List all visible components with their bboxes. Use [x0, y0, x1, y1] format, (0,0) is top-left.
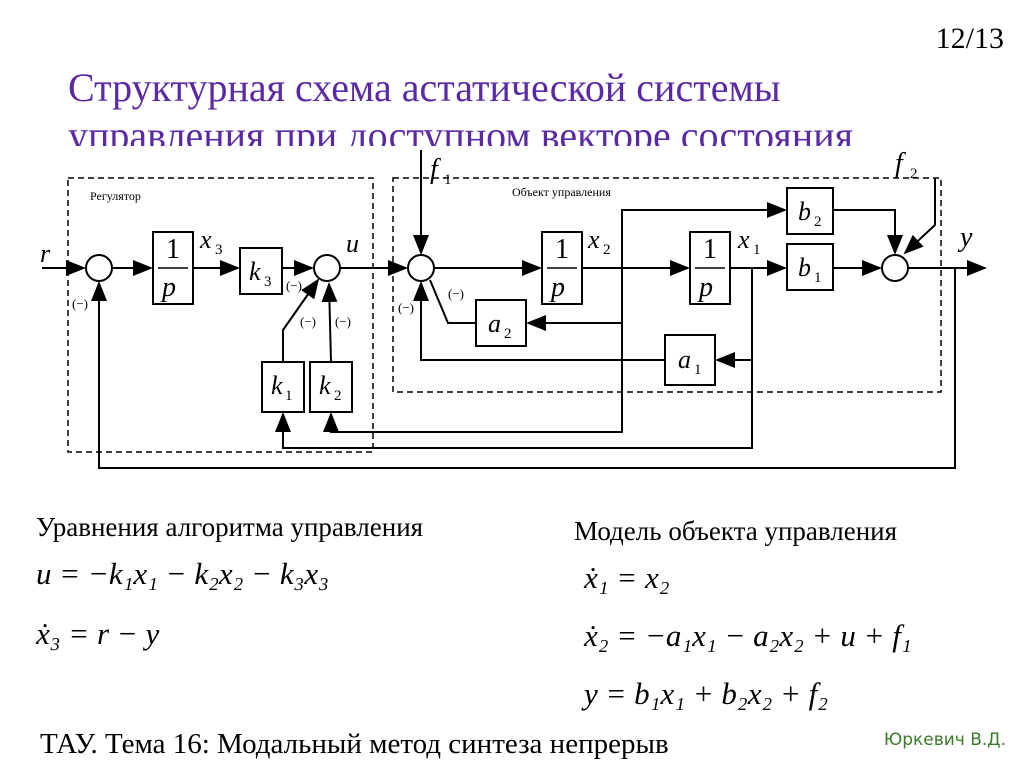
integrator-3-den: p	[697, 272, 713, 303]
regulator-region	[67, 177, 374, 453]
control-law-eq-1: u = −k₁x₁ − k₂x₂ − k₃x₃	[36, 556, 329, 591]
plant-model-eq-3: y = b₁x₁ + b₂x₂ + f₂	[584, 676, 829, 711]
slide-title: Структурная схема астатической системы у…	[68, 64, 968, 146]
minus-sign-error: (−)	[72, 296, 88, 311]
integrator-1-num: 1	[166, 234, 180, 265]
signal-r: r	[40, 239, 51, 268]
plant-model-eq-2: ẋ₂ = −a₁x₁ − a₂x₂ + u + f₁	[584, 618, 912, 653]
b2-label: b	[798, 197, 811, 226]
b1-label: b	[798, 253, 811, 282]
sum-junction-input	[407, 254, 435, 282]
a1-label: a	[678, 345, 691, 374]
minus-sign-k2: (−)	[335, 314, 351, 329]
a2-label: a	[488, 309, 501, 338]
regulator-label: Регулятор	[90, 189, 141, 203]
integrator-3-num: 1	[703, 234, 717, 265]
control-law-eq-2: ẋ₃ = r − y	[36, 616, 160, 651]
integrator-1-den: p	[160, 272, 176, 303]
signal-x1: x	[737, 225, 750, 254]
svg-text:2: 2	[334, 388, 342, 404]
svg-text:2: 2	[814, 214, 822, 230]
k2-label: k	[319, 371, 331, 400]
svg-text:2: 2	[504, 326, 512, 342]
svg-text:2: 2	[910, 166, 918, 182]
k3-block	[239, 247, 283, 295]
control-law-heading: Уравнения алгоритма управления	[36, 512, 424, 542]
k2-block	[309, 361, 353, 413]
integrator-2-den: p	[549, 272, 565, 303]
k1-label: k	[271, 371, 283, 400]
object-label: Объект управления	[512, 185, 611, 199]
page-number: 12/13	[935, 22, 1004, 55]
slide-title-line-1: Структурная схема астатической системы	[68, 65, 781, 110]
minus-sign-k1: (−)	[300, 314, 316, 329]
signal-x2: x	[587, 225, 600, 254]
sum-junction-control	[313, 254, 341, 282]
signal-y: y	[957, 222, 973, 253]
signal-f2: f	[895, 148, 906, 179]
minus-sign-a1: (−)	[398, 300, 414, 315]
a2-block	[475, 299, 527, 347]
footer-text: ТАУ. Тема 16: Модальный метод синтеза не…	[40, 728, 669, 760]
svg-text:1: 1	[444, 172, 452, 188]
object-region	[392, 177, 942, 393]
sum-junction-output	[881, 254, 909, 282]
plant-model-heading: Модель объекта управления	[574, 516, 898, 546]
signal-x3: x	[199, 225, 212, 254]
plant-model-eq-1: ẋ₁ = x₂	[584, 560, 670, 595]
minus-sign-k3: (−)	[286, 278, 302, 293]
signal-f1: f	[430, 154, 441, 185]
signal-u: u	[346, 229, 359, 258]
svg-text:1: 1	[694, 362, 702, 378]
svg-text:1: 1	[753, 242, 761, 258]
svg-text:3: 3	[215, 242, 223, 258]
svg-text:2: 2	[603, 242, 611, 258]
svg-text:1: 1	[285, 388, 293, 404]
slide-title-line-2: управления при доступном векторе состоян…	[68, 113, 853, 146]
k1-block	[261, 361, 305, 413]
k3-label: k	[249, 257, 261, 286]
minus-sign-a2: (−)	[448, 286, 464, 301]
svg-text:3: 3	[264, 274, 272, 290]
sum-junction-error	[85, 254, 113, 282]
integrator-2-num: 1	[555, 234, 569, 265]
svg-text:1: 1	[814, 270, 822, 286]
author-name: Юркевич В.Д.	[883, 730, 1006, 750]
